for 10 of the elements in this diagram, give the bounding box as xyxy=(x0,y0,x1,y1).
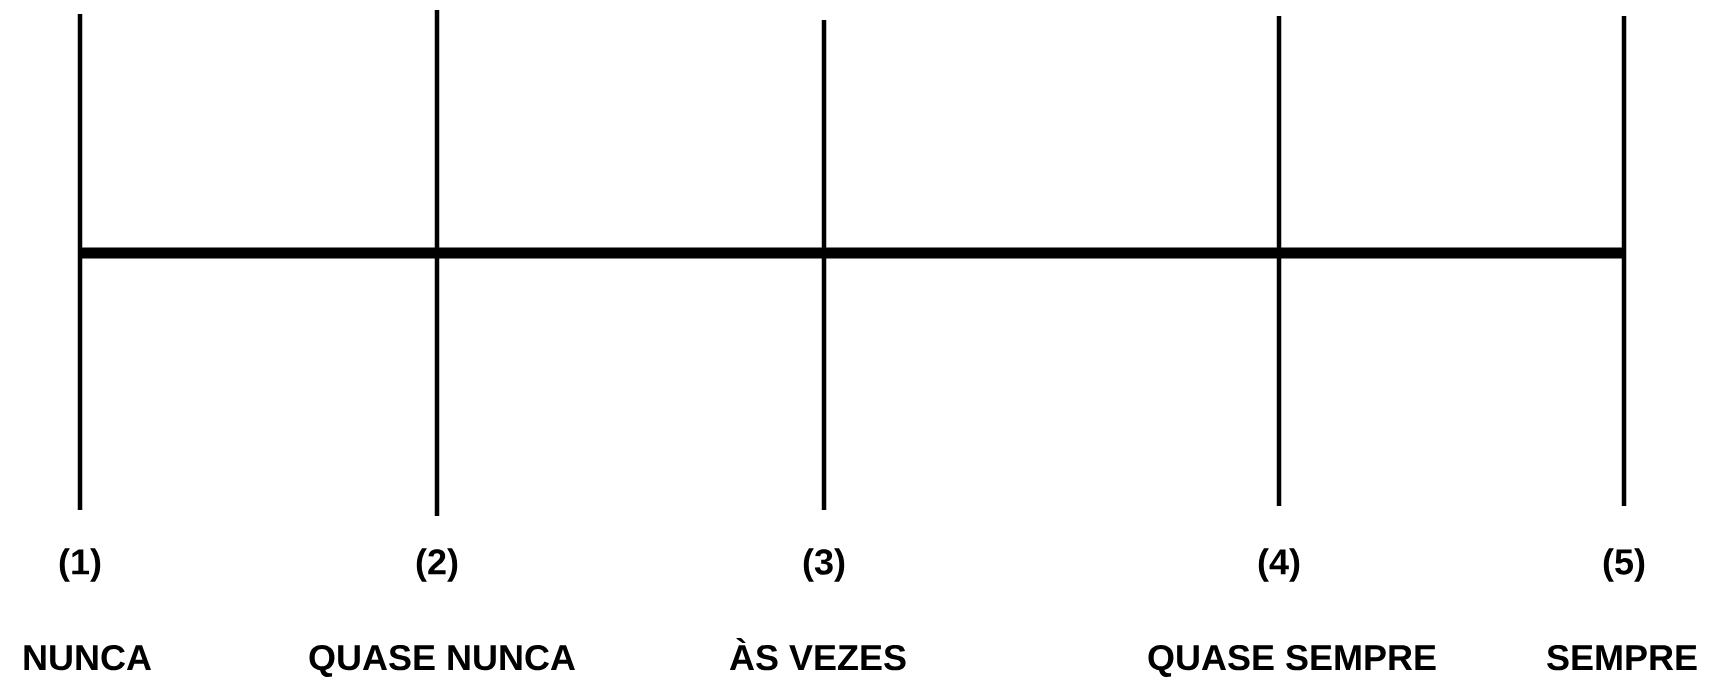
scale-label: QUASE NUNCA xyxy=(309,644,575,678)
scale-number: (3) xyxy=(803,548,845,582)
scale-label: SEMPRE xyxy=(1547,644,1697,671)
scale-number: (1) xyxy=(59,548,101,582)
scale-label: QUASE SEMPRE xyxy=(1148,644,1436,678)
scale-number: (5) xyxy=(1603,548,1645,582)
scale-label: ÀS VEZES xyxy=(729,638,906,671)
scale-number: (4) xyxy=(1258,548,1300,582)
scale-label: NUNCA xyxy=(24,644,151,671)
scale-number: (2) xyxy=(416,548,458,582)
